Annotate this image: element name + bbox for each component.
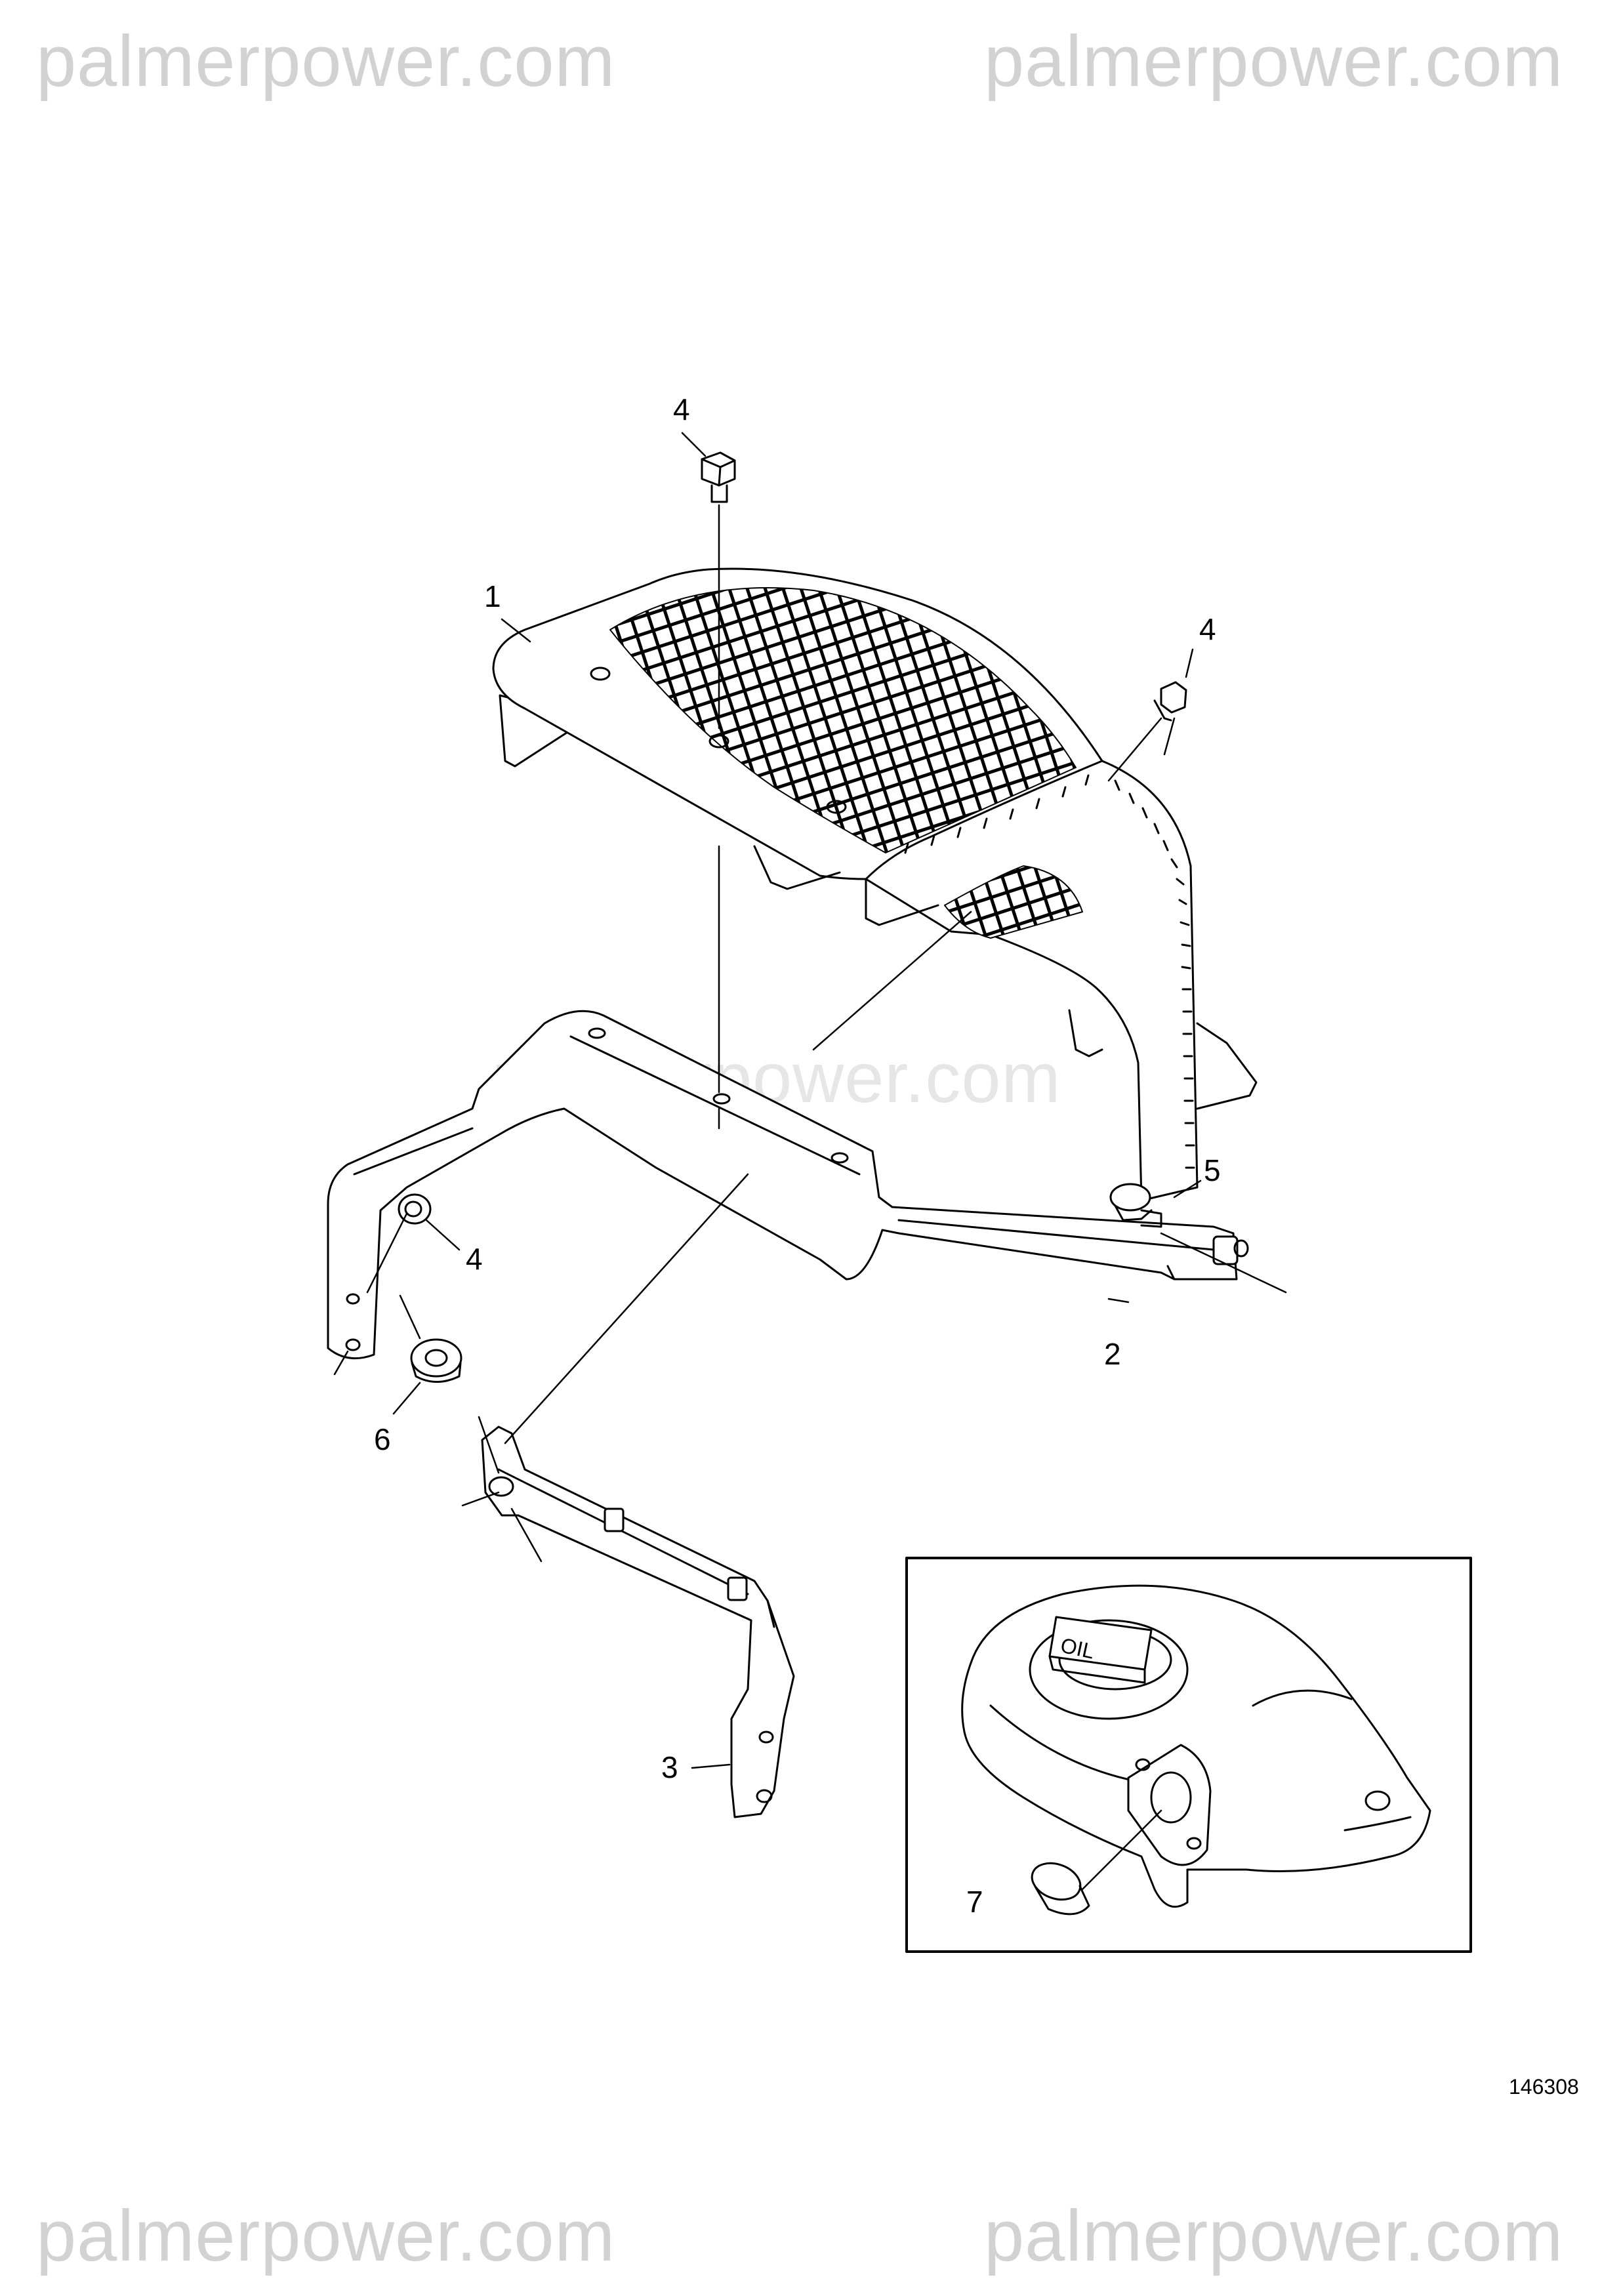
figure-number: 146308	[1509, 2075, 1579, 2099]
callout-7: 7	[966, 1885, 983, 1919]
callout-4-top: 4	[673, 392, 690, 426]
rivet-nut-part-5	[1109, 1183, 1162, 1228]
assembly-lines	[333, 504, 1287, 1563]
watermark-bottom-right: palmerpower.com	[984, 2196, 1564, 2276]
callout-5: 5	[1204, 1153, 1221, 1187]
callout-leaders	[392, 432, 1202, 1904]
grommet-part-6	[410, 1338, 462, 1383]
callout-4-left: 4	[466, 1242, 483, 1276]
bracket-part-2	[327, 1010, 1249, 1360]
callout-1: 1	[484, 579, 501, 613]
inset-valve-cover	[961, 1584, 1431, 1916]
callout-3: 3	[661, 1750, 678, 1784]
callout-2: 2	[1104, 1337, 1121, 1371]
watermark-bottom-left: palmerpower.com	[36, 2196, 616, 2276]
bracket-part-3	[481, 1425, 795, 1818]
callout-6: 6	[374, 1422, 391, 1456]
grille-cover-part-1	[492, 567, 1258, 1202]
bolt-part-4-top	[701, 451, 736, 503]
bolt-part-4-right	[1153, 681, 1187, 722]
callout-4-right: 4	[1199, 612, 1216, 646]
watermark-top-right: palmerpower.com	[984, 21, 1564, 102]
watermark-top-left: palmerpower.com	[36, 21, 616, 102]
